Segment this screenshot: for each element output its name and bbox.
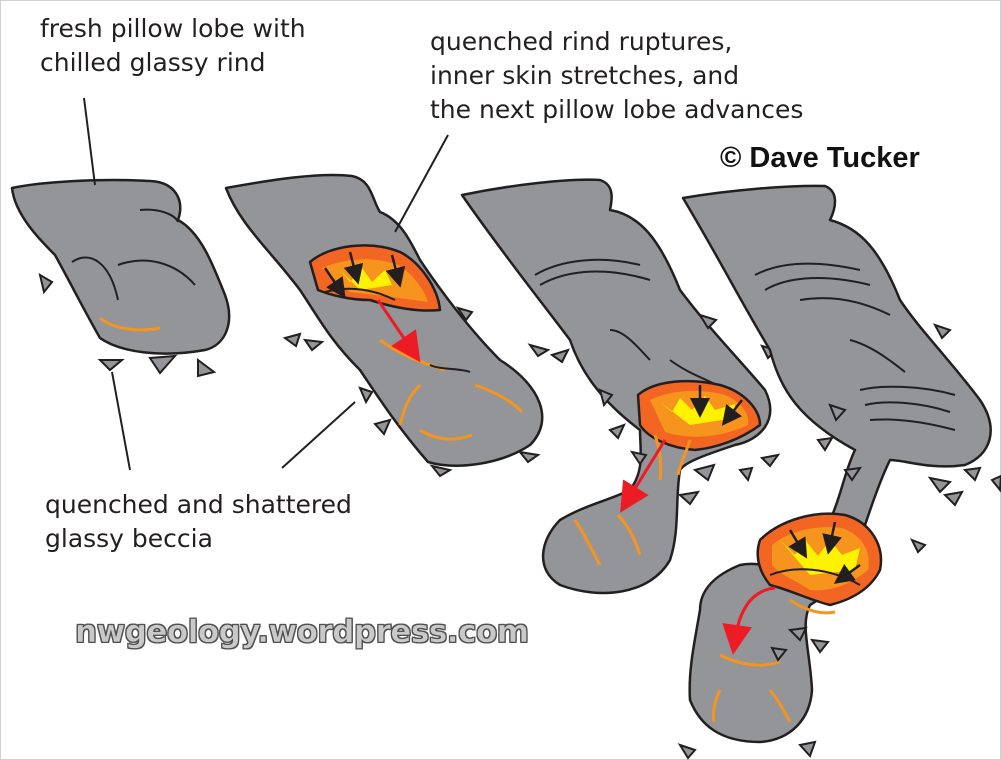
label-breccia-line2: glassy beccia xyxy=(45,522,352,556)
leader-fresh xyxy=(84,98,95,185)
stage-1-fresh-lobe xyxy=(12,180,229,354)
label-fresh-lobe-line2: chilled glassy rind xyxy=(40,46,306,80)
stage-4-next-lobe xyxy=(683,186,991,742)
label-rind-ruptures-line2: inner skin stretches, and xyxy=(430,59,803,93)
label-fresh-lobe-line1: fresh pillow lobe with xyxy=(40,12,306,46)
label-breccia: quenched and shattered glassy beccia xyxy=(45,488,352,556)
leader-ruptures xyxy=(395,135,448,232)
copyright-notice: © Dave Tucker xyxy=(720,141,920,175)
label-rind-ruptures-line1: quenched rind ruptures, xyxy=(430,25,803,59)
label-fresh-lobe: fresh pillow lobe with chilled glassy ri… xyxy=(40,12,306,80)
leader-breccia-b xyxy=(282,402,355,468)
watermark: nwgeology.wordpress.com xyxy=(75,615,529,649)
label-breccia-line1: quenched and shattered xyxy=(45,488,352,522)
label-rind-ruptures-line3: the next pillow lobe advances xyxy=(430,93,803,127)
leader-breccia-a xyxy=(112,372,130,470)
label-rind-ruptures: quenched rind ruptures, inner skin stret… xyxy=(430,25,803,127)
